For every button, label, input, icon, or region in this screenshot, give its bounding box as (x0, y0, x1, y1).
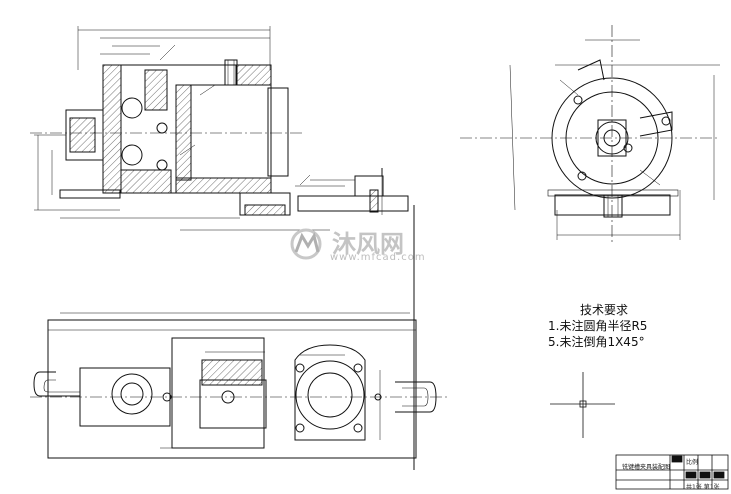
tech-req-title: 技术要求 (579, 303, 628, 317)
center-crosshair (550, 372, 615, 438)
key-detail-view (295, 168, 409, 215)
title-block-scale-label: 比例 (686, 459, 699, 466)
watermark-brand: 沐风网 (332, 230, 404, 258)
tech-req-item-2: 5.未注倒角1X45° (548, 335, 645, 349)
title-block (615, 454, 729, 490)
watermark: 沐风网 (288, 224, 448, 264)
top-view (33, 312, 437, 459)
title-block-sheet-label: 共1张 第1张 (686, 484, 720, 491)
side-view (509, 39, 720, 240)
watermark-url: www.mfcad.com (330, 252, 426, 263)
front-section-view (34, 26, 330, 231)
title-block-drawing-name: 铣键槽夹具装配图 (622, 464, 671, 471)
tech-req-item-1: 1.未注圆角半径R5 (548, 319, 648, 333)
technical-requirements: 技术要求 1.未注圆角半径R5 5.未注倒角1X45° (548, 302, 660, 350)
mf-logo-icon: 沐风网 (290, 228, 404, 260)
